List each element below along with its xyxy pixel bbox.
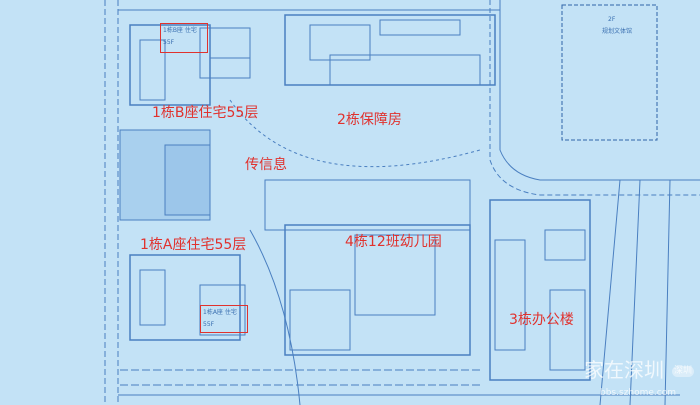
culture-hall-floors: 2F [608,16,616,23]
watermark-city-badge: 深圳 [672,366,695,377]
box-1a-floors: 55F [203,321,215,328]
label-building-1a: 1栋A座住宅55层 [140,237,247,253]
label-building-2: 2栋保障房 [337,112,402,128]
label-info: 传信息 [245,157,287,173]
label-building-3: 3栋办公楼 [509,312,574,328]
culture-hall-label: 规划文体馆 [602,28,633,35]
watermark-logo: 家在深圳 [584,358,664,382]
building-1a-marker: 1栋A座 住宅 55F [200,305,248,333]
box-1a-label: 1栋A座 住宅 [203,309,237,316]
box-1b-label: 1栋B座 住宅 [163,27,197,34]
label-building-1b: 1栋B座住宅55层 [152,105,259,121]
box-1b-floors: 55F [163,39,175,46]
watermark-url: bbs.szhome.com [600,388,676,398]
label-building-4: 4栋12班幼儿园 [345,234,442,250]
building-1b-marker: 1栋B座 住宅 55F [160,23,208,53]
